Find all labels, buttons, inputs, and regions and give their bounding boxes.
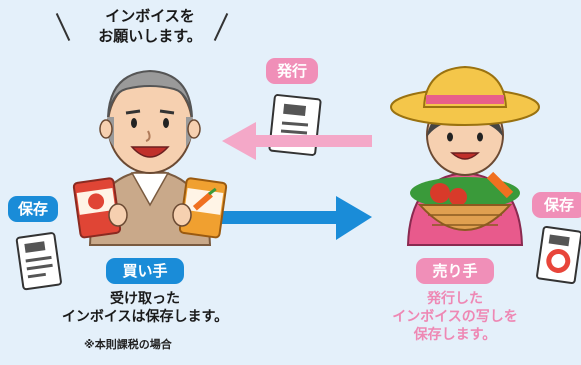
seller-label: 売り手	[416, 258, 494, 284]
speech-line-1: インボイスを	[105, 7, 195, 25]
buyer-speech: インボイスを お願いします。	[60, 6, 240, 46]
pink-arrow-icon	[222, 122, 372, 160]
speech-line-2: お願いします。	[98, 27, 202, 45]
blue-arrow-icon	[222, 196, 372, 240]
seller-caption-line-3: 保存します。	[413, 327, 497, 343]
saved-invoice-left-icon	[15, 232, 62, 291]
save-label-left: 保存	[8, 196, 58, 222]
buyer-label: 買い手	[106, 258, 184, 284]
issue-label: 発行	[266, 58, 318, 84]
seller-caption-line-1: 発行した	[427, 291, 483, 307]
buyer-caption-line-2: インボイスは保存します。	[61, 309, 229, 325]
buyer-caption: 受け取った インボイスは保存します。	[30, 290, 260, 326]
seller-illustration	[390, 65, 540, 246]
buyer-caption-line-1: 受け取った	[110, 291, 180, 307]
seller-caption-line-2: インボイスの写しを	[392, 309, 518, 325]
saved-invoice-copy-icon	[536, 226, 581, 285]
taxation-note: ※本則課税の場合	[84, 338, 172, 351]
seller-caption: 発行した インボイスの写しを 保存します。	[350, 290, 560, 344]
save-label-right: 保存	[532, 192, 581, 218]
buyer-illustration	[72, 69, 228, 246]
